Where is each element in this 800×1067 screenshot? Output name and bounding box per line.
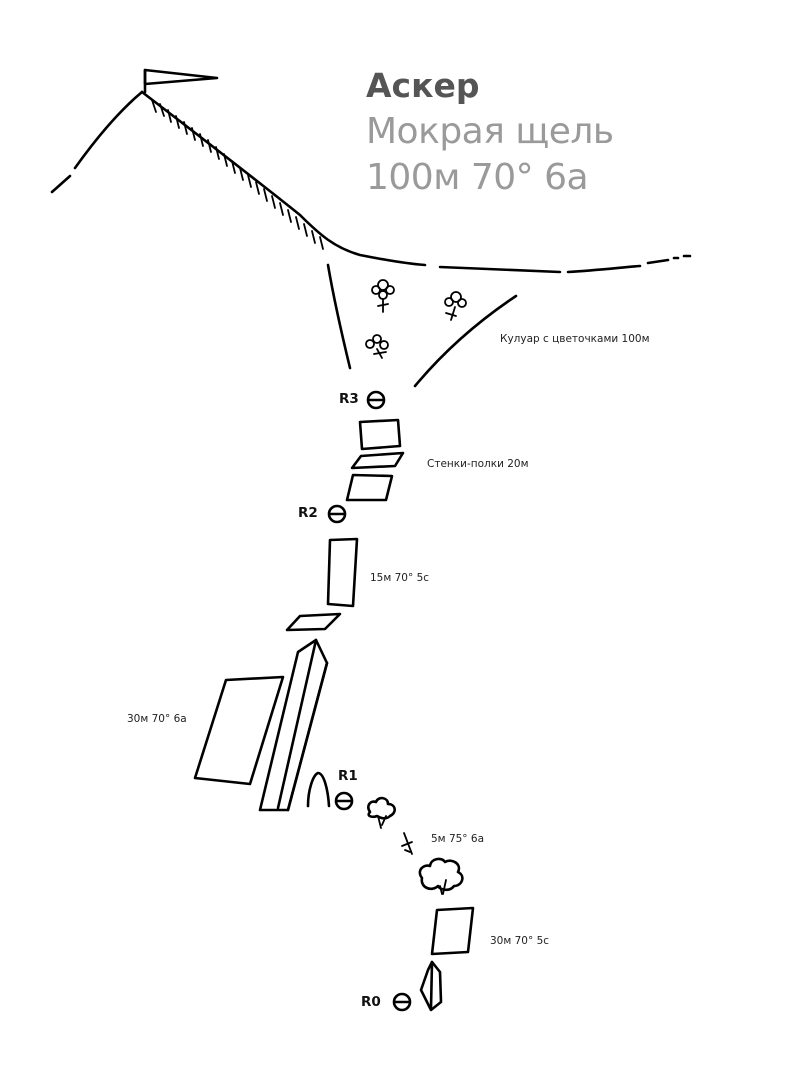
pitch-30m-5c-slab	[430, 906, 475, 956]
twig-icon	[401, 832, 413, 855]
pitch-30m-6a-slab	[193, 675, 285, 786]
pitch-5m-label: 5м 75° 6a	[431, 833, 485, 845]
bush-icon	[367, 796, 396, 829]
route-grade: 100м 70° 6а	[366, 157, 589, 198]
tree-icon	[418, 857, 464, 895]
anchor-r3-icon	[366, 390, 386, 410]
walls-ledges-label: Стенки-полки 20м	[427, 458, 529, 470]
flower-icon	[365, 334, 389, 359]
pitch-15m-block	[326, 537, 359, 608]
flower-icon	[371, 279, 395, 313]
anchor-r2-icon	[327, 504, 347, 524]
walls-ledges-blocks	[345, 418, 405, 502]
pitch-30m-6a-label: 30м 70° 6a	[127, 713, 187, 725]
start-dihedral	[419, 960, 443, 1012]
anchor-r1-label: R1	[338, 768, 358, 784]
route-area-title: Аскер	[366, 66, 480, 105]
arch-cave	[306, 771, 331, 808]
couloir-label: Кулуар с цветочками 100м	[500, 333, 650, 345]
anchor-r3-label: R3	[339, 391, 359, 407]
flower-icon	[444, 291, 467, 321]
anchor-r0-label: R0	[361, 994, 381, 1010]
pitch-30m-5c-label: 30м 70° 5c	[490, 935, 550, 947]
route-name: Мокрая щель	[366, 111, 614, 152]
ridge-line	[50, 90, 692, 274]
anchor-r2-label: R2	[298, 505, 318, 521]
anchor-r1-icon	[334, 791, 354, 811]
anchor-r0-icon	[392, 992, 412, 1012]
dihedral-block	[258, 638, 329, 812]
pitch-15m-label: 15м 70° 5c	[370, 572, 430, 584]
summit-flag-icon	[143, 68, 219, 94]
couloir-walls	[326, 263, 518, 388]
ridge-hatching	[151, 99, 324, 250]
ledge-block	[285, 612, 342, 632]
